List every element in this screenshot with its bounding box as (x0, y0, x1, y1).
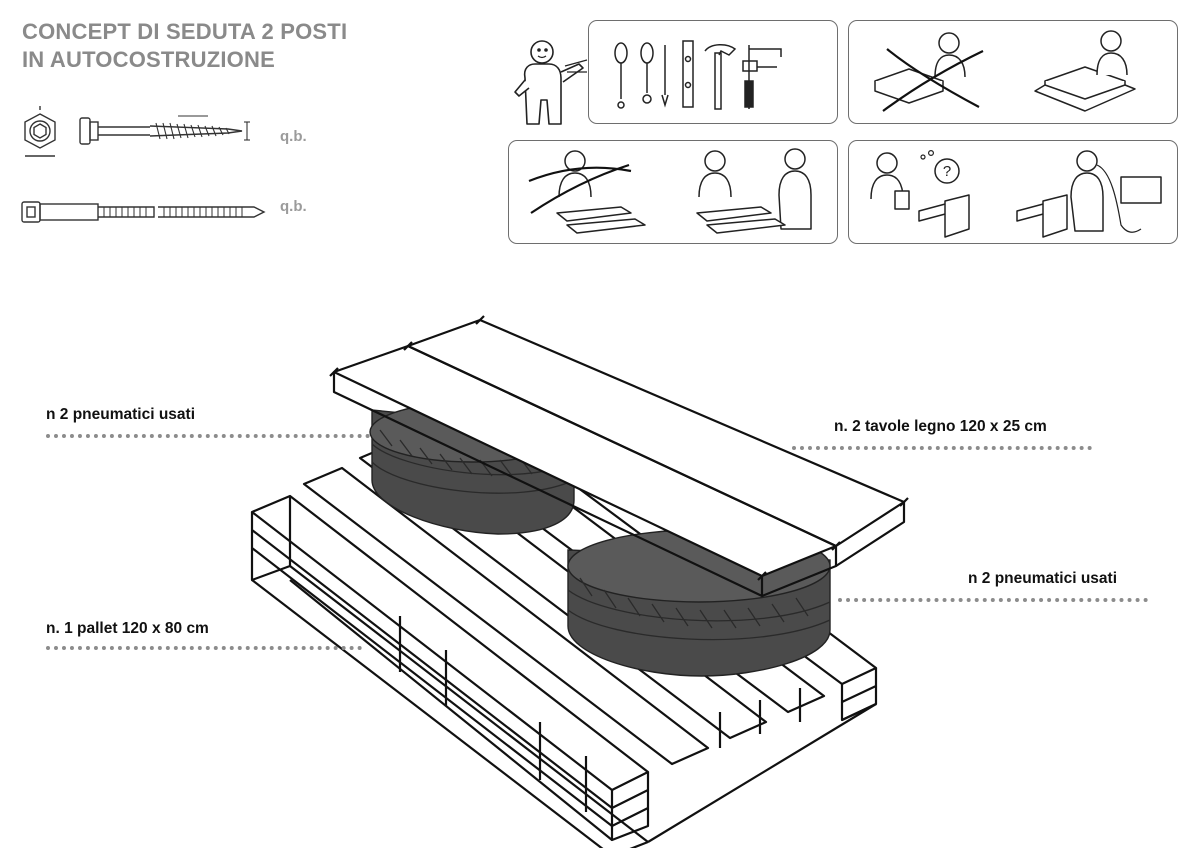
page-title: CONCEPT DI SEDUTA 2 POSTI IN AUTOCOSTRUZ… (22, 18, 347, 74)
two-person-panel (508, 140, 838, 244)
ask-help-panel: ? (848, 140, 1178, 244)
protect-surface-panel (848, 20, 1178, 124)
two-person-lift-icon (528, 148, 812, 234)
cable-tie-quantity: q.b. (280, 198, 307, 215)
callout-tires-left: n 2 pneumatici usati (46, 406, 196, 423)
callout-tires-right: n 2 pneumatici usati (968, 570, 1118, 587)
leader-boards (792, 446, 1092, 450)
screw-quantity: q.b. (280, 128, 307, 145)
tools-needed-icon (614, 40, 782, 110)
title-line-1: CONCEPT DI SEDUTA 2 POSTI (22, 19, 348, 44)
hex-screw-icon (24, 106, 250, 157)
question-mark-glyph: ? (943, 163, 951, 180)
title-line-2: IN AUTOCOSTRUZIONE (22, 47, 275, 72)
callout-pallet: n. 1 pallet 120 x 80 cm (46, 620, 209, 637)
seat-boards (329, 315, 909, 598)
leader-tires-left (46, 434, 370, 438)
cable-tie-icon (21, 201, 266, 223)
callout-boards: n. 2 tavole legno 120 x 25 cm (834, 418, 1047, 435)
protect-surface-icon (874, 30, 1136, 112)
person-pointing-icon (514, 40, 588, 125)
ask-for-help-icon: ? (870, 150, 1162, 238)
tools-panel (588, 20, 838, 124)
leader-tires-right (838, 598, 1148, 602)
leader-pallet (46, 646, 362, 650)
